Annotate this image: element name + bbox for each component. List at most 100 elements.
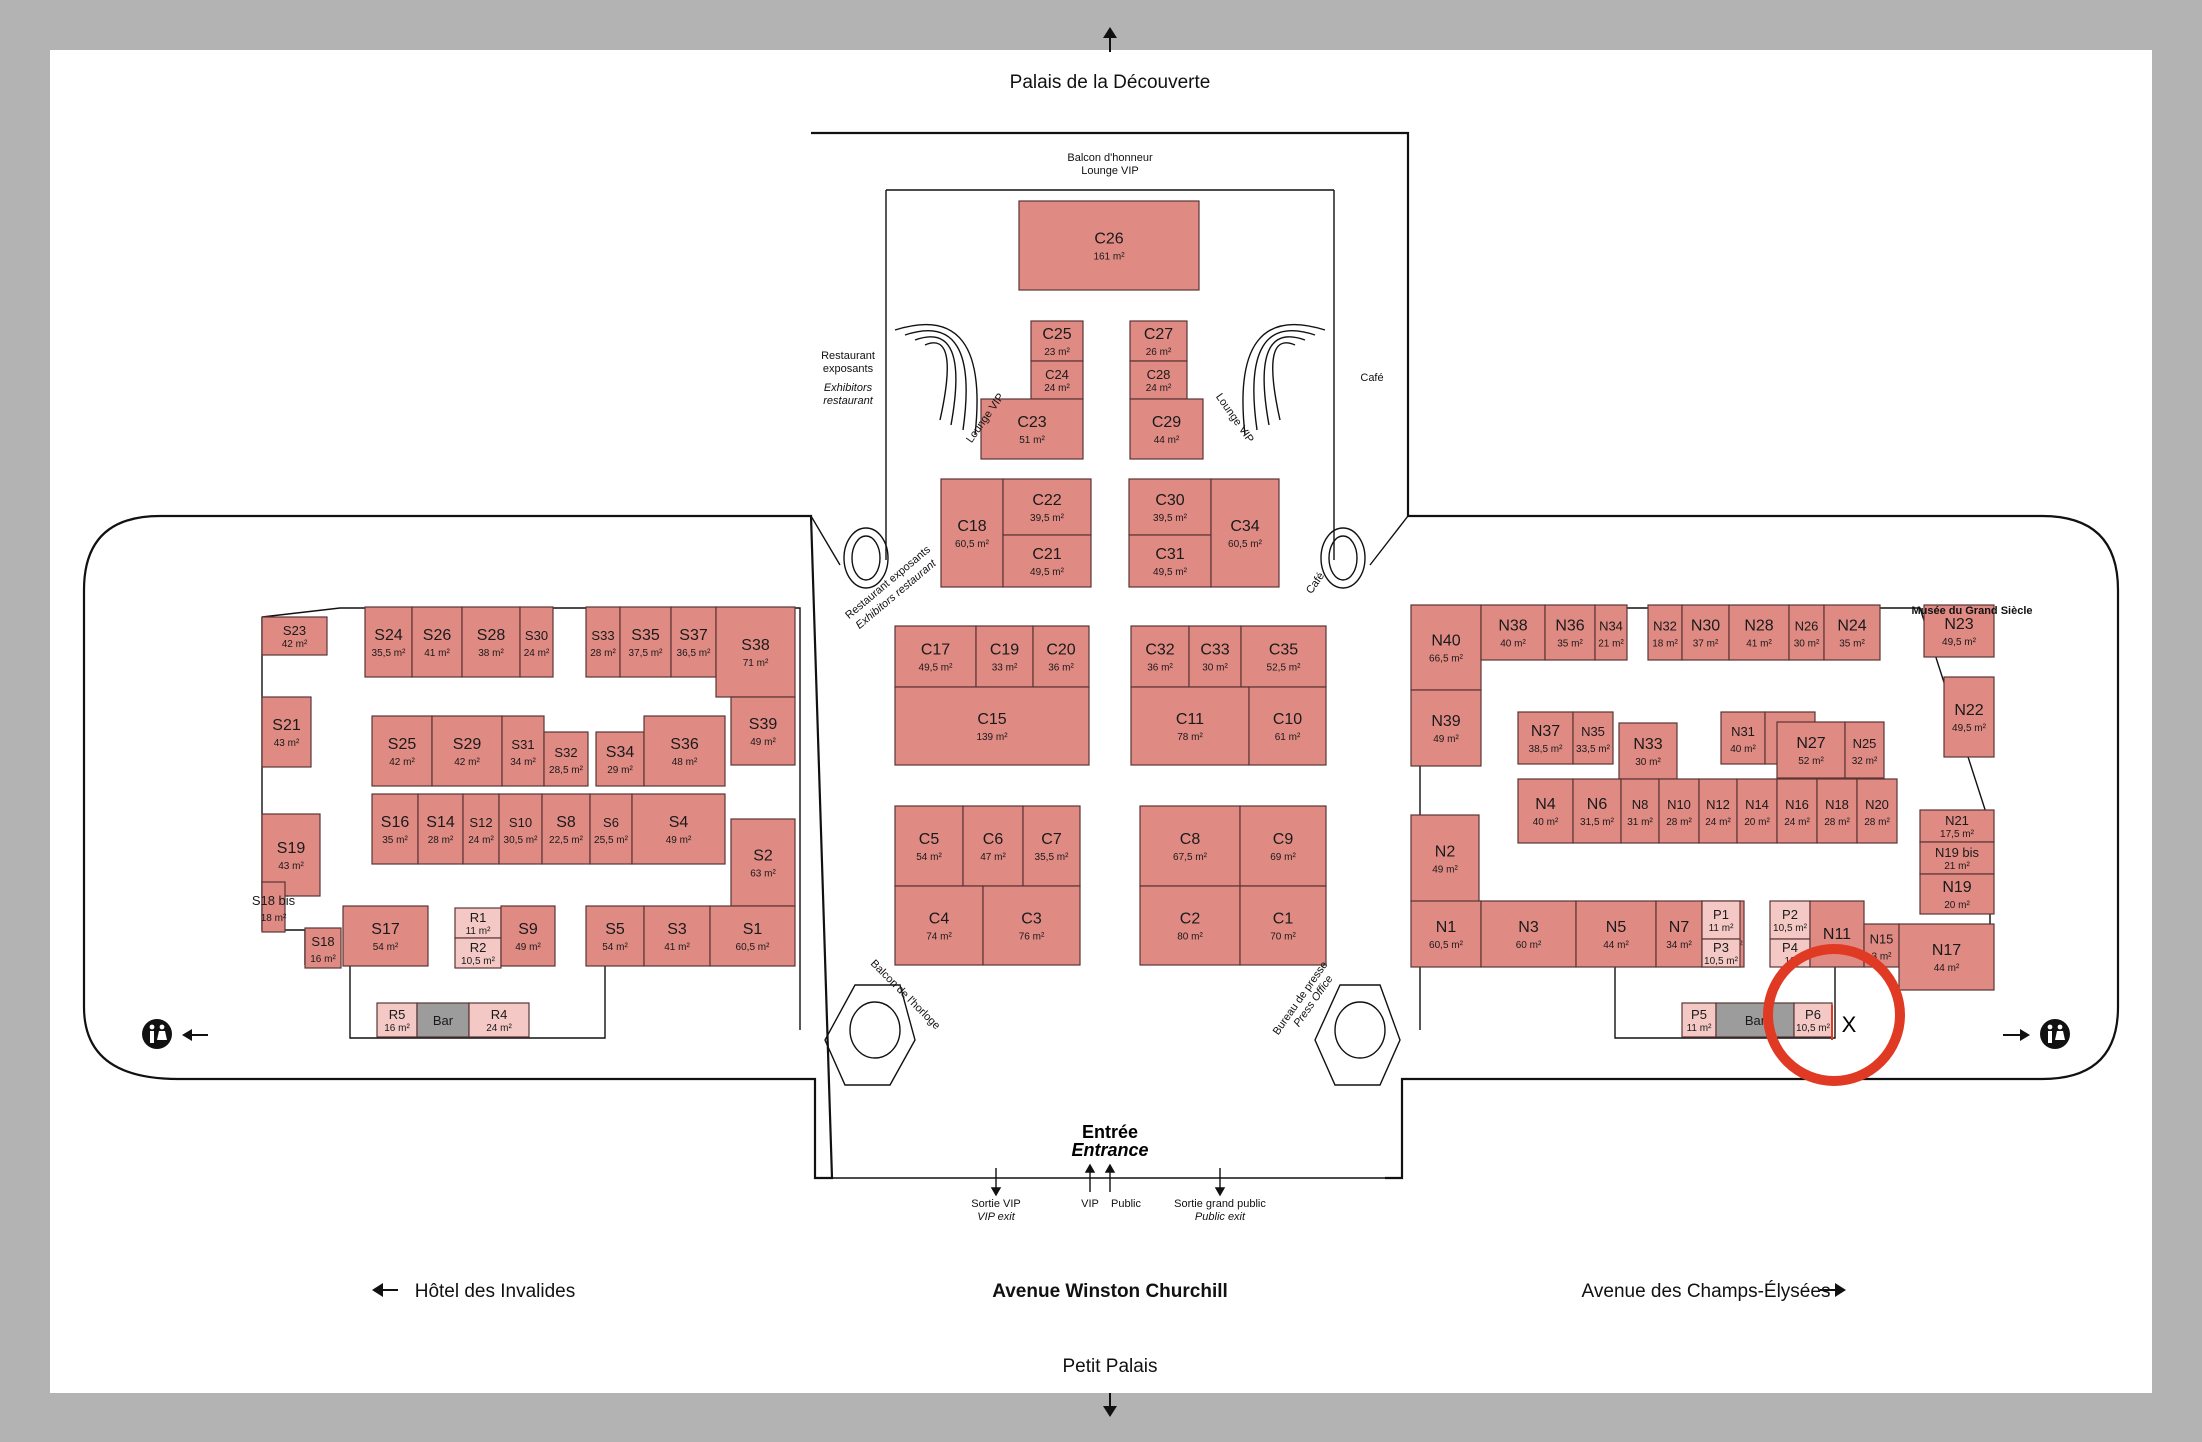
booth-shape[interactable]: [1002, 534, 1092, 588]
booth-shape[interactable]: [261, 616, 328, 656]
booth-shape[interactable]: [940, 478, 1004, 588]
booth-shape[interactable]: [431, 715, 503, 787]
booth-shape[interactable]: [709, 905, 796, 967]
booth-shape[interactable]: [1698, 778, 1738, 844]
booth-shape[interactable]: [1943, 676, 1995, 758]
booth-shape[interactable]: [619, 606, 672, 678]
booth-shape[interactable]: [643, 905, 711, 967]
booth-shape[interactable]: [670, 606, 717, 678]
booth-shape[interactable]: [462, 793, 500, 865]
booth-shape[interactable]: [1139, 885, 1241, 966]
booth-shape[interactable]: [1018, 200, 1200, 291]
booth-shape[interactable]: [342, 905, 429, 967]
booth-shape[interactable]: [980, 398, 1084, 460]
booth-shape[interactable]: [1410, 689, 1482, 767]
booth-shape[interactable]: [715, 606, 796, 698]
booth-shape[interactable]: [589, 793, 633, 865]
booth-shape[interactable]: [1844, 721, 1885, 779]
booth-bar[interactable]: Bar: [1715, 1002, 1795, 1038]
booth-shape[interactable]: [1655, 900, 1703, 968]
booth-shape[interactable]: [982, 885, 1081, 966]
booth-shape[interactable]: [1681, 1002, 1717, 1038]
booth-shape[interactable]: [1919, 841, 1995, 875]
booth-shape[interactable]: [1410, 814, 1480, 903]
booth-shape[interactable]: [500, 905, 556, 967]
booth-shape[interactable]: [461, 606, 521, 678]
booth-shape[interactable]: [1130, 686, 1250, 766]
booth-shape[interactable]: [1618, 722, 1678, 780]
booth-shape[interactable]: [1002, 478, 1092, 536]
booth-shape[interactable]: [1701, 938, 1741, 968]
booth-shape[interactable]: [1647, 604, 1683, 661]
booth-shape[interactable]: [1129, 360, 1188, 400]
booth-shape[interactable]: [468, 1002, 530, 1038]
booth-shape[interactable]: [1517, 778, 1574, 844]
booth-shape[interactable]: [1032, 625, 1090, 688]
booth-shape[interactable]: [1129, 398, 1204, 460]
booth-shape[interactable]: [962, 805, 1024, 887]
booth-shape[interactable]: [416, 1002, 470, 1038]
booth-shape[interactable]: [1681, 604, 1730, 661]
booth-shape[interactable]: [894, 686, 1090, 766]
booth-shape[interactable]: [1919, 873, 1995, 915]
booth-shape[interactable]: [1594, 604, 1628, 661]
booth-shape[interactable]: [519, 606, 554, 678]
booth-shape[interactable]: [417, 793, 464, 865]
